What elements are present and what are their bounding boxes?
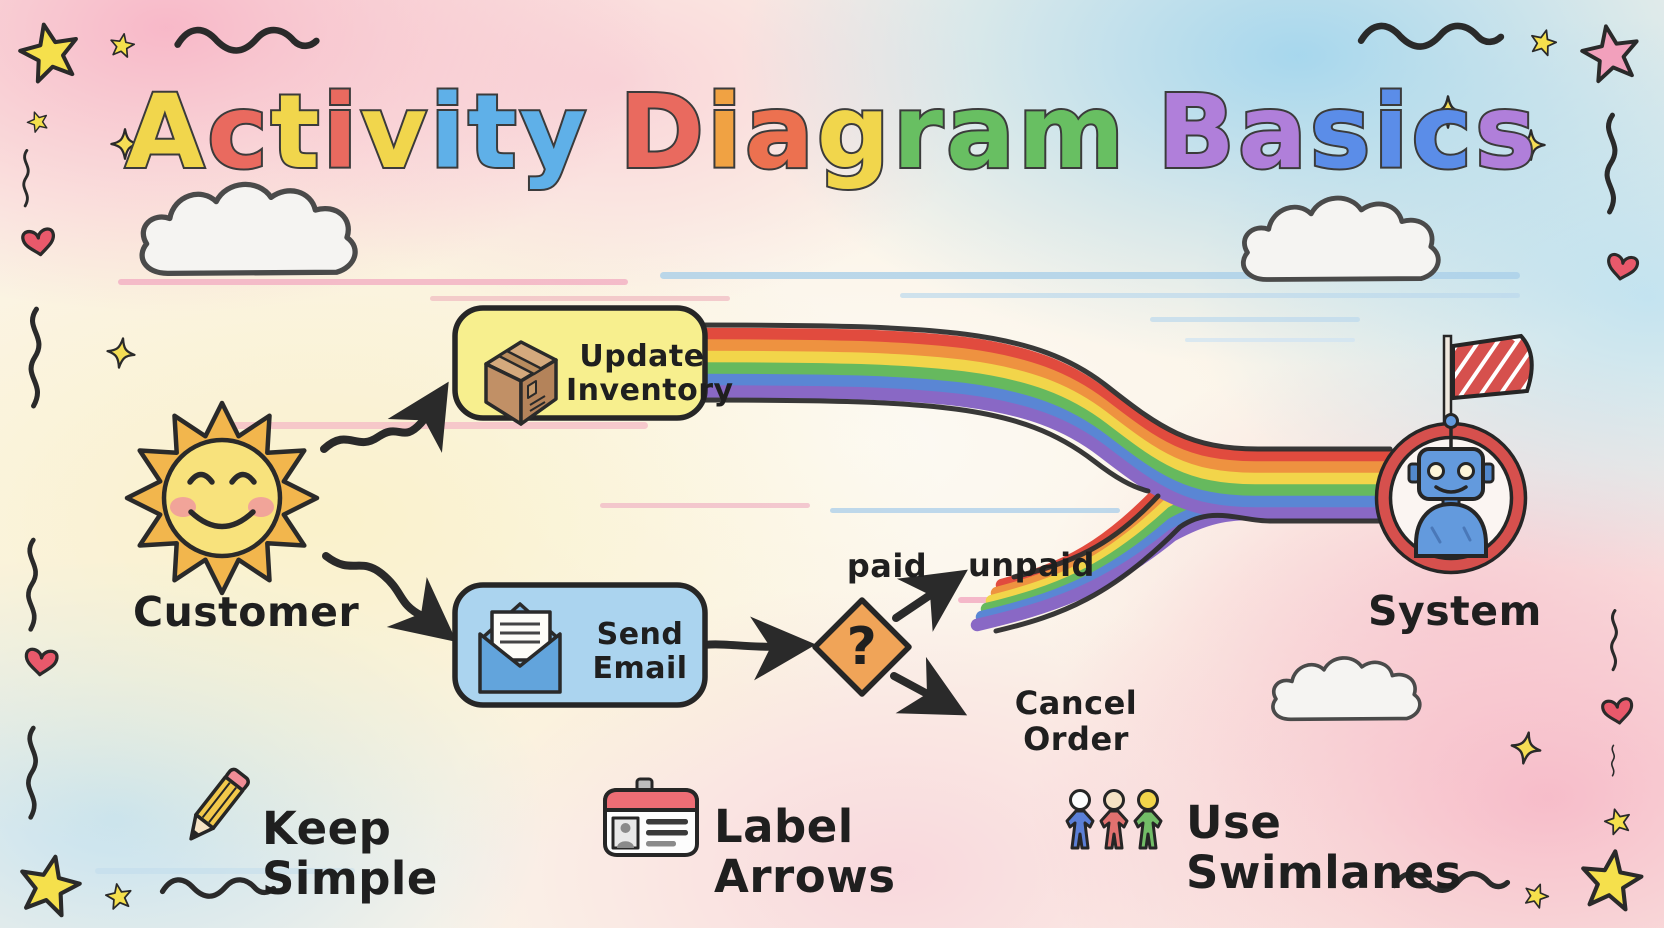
package-icon — [484, 340, 558, 426]
people-icon — [1065, 789, 1163, 850]
envelope-icon — [478, 602, 562, 694]
activity-label-send-email: Send Email — [592, 617, 688, 686]
squiggle-line — [28, 728, 35, 817]
title-letter: c — [205, 73, 271, 192]
squiggle-line — [31, 309, 39, 406]
squiggle-line — [1609, 608, 1619, 672]
arrow-customer-to-email — [322, 552, 457, 642]
title-letter: s — [1473, 73, 1539, 192]
title-letter: r — [891, 73, 947, 192]
sun-eye — [187, 471, 215, 485]
crayon-streak — [1150, 317, 1360, 322]
title-letter: c — [1409, 73, 1475, 192]
sun-smile — [188, 509, 256, 530]
star-icon — [1601, 805, 1634, 837]
heart-icon — [20, 226, 58, 259]
title-letter: y — [518, 73, 590, 192]
star-icon — [13, 16, 85, 86]
star-icon — [1576, 19, 1645, 85]
tip-label-keep-simple: Keep Simple — [262, 802, 438, 906]
sun-icon — [124, 400, 320, 596]
decision-symbol: ? — [846, 617, 878, 677]
title-letter: i — [705, 73, 745, 192]
robot-eye — [1427, 462, 1445, 480]
crayon-streak — [430, 296, 730, 301]
squiggle-line — [28, 540, 35, 629]
actor-label: Customer — [133, 588, 360, 636]
star-icon — [1527, 26, 1560, 58]
rainbow-outline — [689, 322, 1393, 634]
edge-label-paid: paid — [846, 547, 928, 585]
star-icon — [107, 30, 137, 59]
title-letter: t — [466, 73, 520, 192]
crayon-streak — [900, 293, 1520, 298]
heart-icon — [22, 646, 60, 678]
robot-smile — [1434, 485, 1468, 494]
tip-label-use-swimlanes: Use Swimlanes — [1186, 796, 1462, 900]
cloud-icon — [1243, 198, 1438, 279]
title-letter: i — [428, 73, 468, 192]
wavy-line — [1361, 26, 1501, 47]
title-letter: m — [1016, 73, 1128, 192]
robot-icon — [1374, 333, 1534, 575]
title-letter: v — [359, 73, 430, 192]
star-icon — [1578, 847, 1644, 911]
title-letter: g — [815, 73, 893, 192]
id-badge-icon — [603, 777, 699, 857]
crayon-streak — [830, 508, 1120, 513]
crayon-streak — [1185, 338, 1355, 342]
tip-label-label-arrows: Label Arrows — [714, 800, 896, 904]
star-icon — [103, 880, 135, 911]
rainbow-flow — [685, 322, 1399, 634]
arrow-decision-to-unpaid — [892, 569, 968, 632]
heart-icon — [1604, 251, 1641, 284]
activity-label-update-inventory: Update Inventory — [566, 339, 734, 408]
title-letter: D — [617, 73, 707, 192]
title-letter: a — [944, 73, 1018, 192]
pencil-icon — [189, 767, 250, 841]
sparkle-icon — [104, 335, 138, 371]
title-letter: a — [1236, 73, 1310, 192]
arrow-decision-to-cancel — [890, 656, 968, 716]
sun-eye — [229, 471, 257, 485]
arrow-email-to-decision — [692, 616, 816, 681]
crayon-streak — [95, 868, 355, 874]
title-letter: i — [321, 73, 361, 192]
activity-node-update-inventory — [452, 305, 708, 426]
cloud-icon — [1271, 656, 1422, 722]
arrow-customer-to-update — [320, 381, 449, 453]
title-letter: t — [269, 73, 323, 192]
title-letter: B — [1155, 73, 1238, 192]
decision-diamond — [812, 597, 912, 697]
crayon-streak — [600, 503, 810, 508]
edge-label-cancel-order: Cancel Order — [1014, 684, 1138, 758]
edge-label-unpaid: unpaid — [968, 546, 1095, 584]
rainbow-branch-main — [685, 327, 1399, 520]
sparkle-icon — [1507, 728, 1545, 768]
star-icon — [1520, 879, 1553, 911]
title-letter: A — [123, 73, 208, 192]
title-letter: i — [1372, 73, 1412, 192]
wavy-line — [163, 880, 274, 896]
activity-node-send-email — [452, 582, 708, 708]
heart-icon — [1600, 696, 1636, 727]
crayon-streak — [118, 279, 628, 285]
wavy-line — [178, 30, 317, 50]
robot-eye — [1457, 462, 1475, 480]
squiggle-line — [1610, 744, 1616, 778]
crayon-streak — [660, 272, 1520, 279]
star-icon — [15, 851, 84, 918]
title-letter: a — [743, 73, 817, 192]
title-letter: s — [1308, 73, 1374, 192]
system-label: System — [1368, 587, 1542, 635]
